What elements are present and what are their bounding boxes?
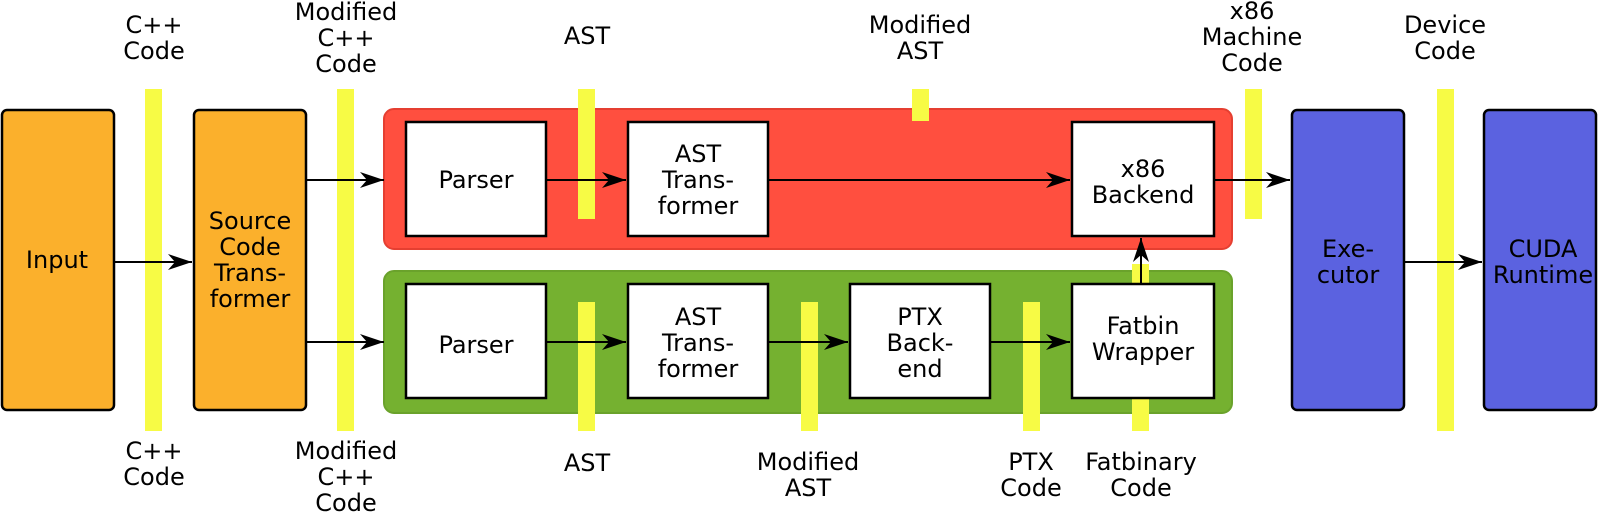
label-line: Parser — [438, 166, 513, 194]
label-line: Code — [1414, 37, 1475, 65]
label-line: AST — [675, 140, 722, 168]
marker-cpu-modified-ast — [912, 89, 929, 121]
label-line: Code — [1110, 474, 1171, 502]
fatbin-wrapper-box — [1070, 282, 1216, 400]
label-line: cutor — [1317, 261, 1380, 289]
label-line: Exe- — [1322, 235, 1374, 263]
label-line: Back- — [887, 329, 954, 357]
gpu-ast-transformer-box — [626, 282, 770, 400]
label-line: end — [897, 355, 942, 383]
marker-modified-cpp-code — [337, 89, 354, 431]
label-line: Trans- — [213, 259, 286, 287]
label-line: Code — [123, 463, 184, 491]
label-line: AST — [897, 37, 944, 65]
marker-cpp-code — [145, 89, 162, 431]
label-line: Runtime — [1493, 261, 1593, 289]
label-line: AST — [564, 22, 611, 50]
label-line: Modified — [295, 437, 397, 465]
label-line: Code — [123, 37, 184, 65]
cuda-runtime-block — [1482, 108, 1598, 412]
source-code-transformer-block — [192, 108, 308, 412]
executor-block — [1290, 108, 1406, 412]
label-line: Trans- — [661, 329, 734, 357]
label-line: Trans- — [661, 166, 734, 194]
label-line: Code — [219, 233, 280, 261]
bottom-label-ast: AST — [564, 449, 611, 477]
label-line: Source — [209, 207, 291, 235]
label-line: former — [658, 192, 739, 220]
marker-x86-machine-code — [1245, 89, 1262, 219]
label-line: Code — [1000, 474, 1061, 502]
label-line: CUDA — [1509, 235, 1578, 263]
marker-ptx-code — [1023, 302, 1040, 431]
label-line: Device — [1404, 11, 1486, 39]
label-line: AST — [785, 474, 832, 502]
label-line: former — [658, 355, 739, 383]
label-line: PTX — [897, 303, 943, 331]
label-line: C++ — [126, 11, 183, 39]
label-line: AST — [564, 449, 611, 477]
label-line: Code — [1221, 49, 1282, 77]
bottom-label-cpp-code: C++Code — [123, 437, 184, 491]
label-line: former — [210, 285, 291, 313]
executor-label: Exe-cutor — [1317, 235, 1380, 289]
label-line: Fatbinary — [1085, 448, 1197, 476]
marker-gpu-modified-ast — [801, 302, 818, 431]
cpu-parser-label: Parser — [438, 166, 513, 194]
label-line: PTX — [1008, 448, 1054, 476]
label-line: Modified — [757, 448, 859, 476]
gpu-parser-label: Parser — [438, 331, 513, 359]
x86-backend-box — [1070, 120, 1216, 238]
marker-device-code — [1437, 89, 1454, 431]
label-line: Backend — [1092, 181, 1195, 209]
input-block — [0, 108, 116, 412]
label-line: Modified — [869, 11, 971, 39]
top-label-ast: AST — [564, 22, 611, 50]
input-label: Input — [26, 246, 88, 274]
label-line: C++ — [318, 24, 375, 52]
label-line: Modified — [295, 0, 397, 26]
label-line: Input — [26, 246, 88, 274]
label-line: Code — [315, 50, 376, 78]
top-label-cpp-code: C++Code — [123, 11, 184, 65]
label-line: Fatbin — [1107, 312, 1180, 340]
marker-cpu-ast — [578, 89, 595, 219]
label-line: Wrapper — [1092, 338, 1194, 366]
marker-gpu-ast — [578, 302, 595, 431]
label-line: x86 — [1121, 155, 1166, 183]
label-line: x86 — [1230, 0, 1275, 25]
label-line: Code — [315, 489, 376, 514]
label-line: AST — [675, 303, 722, 331]
gpu-parser-box — [404, 282, 548, 400]
label-line: C++ — [318, 463, 375, 491]
label-line: Machine — [1202, 23, 1302, 51]
cpu-ast-transformer-box — [626, 120, 770, 238]
label-line: Parser — [438, 331, 513, 359]
label-line: C++ — [126, 437, 183, 465]
